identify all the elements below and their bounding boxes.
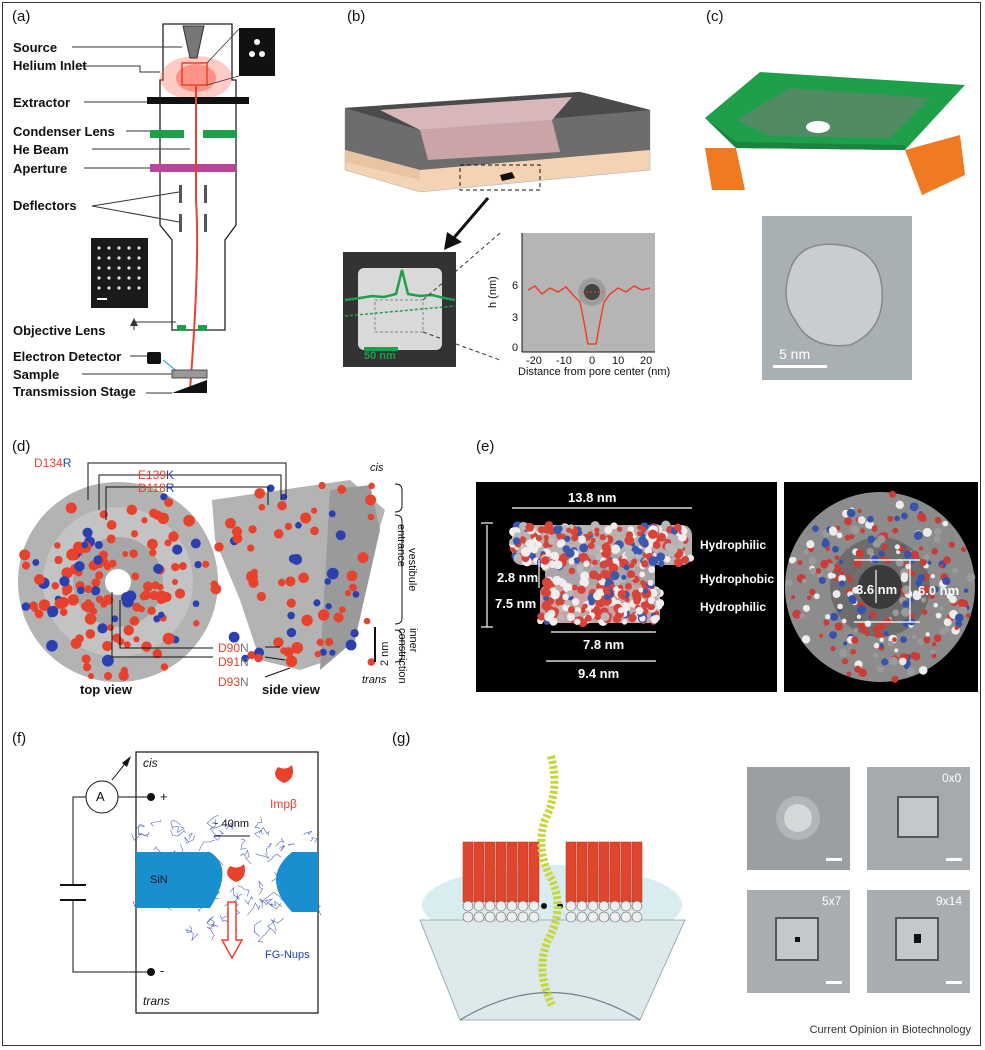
panel-g-label: (g): [392, 730, 411, 747]
e-d36: 3.6 nm: [856, 582, 898, 597]
e-hydrophilic-top: Hydrophilic: [700, 538, 767, 552]
label-he-beam: He Beam: [13, 142, 69, 157]
f-cis: cis: [143, 756, 158, 770]
label-helium-inlet: Helium Inlet: [13, 58, 87, 73]
f-sin: SiN: [150, 874, 168, 886]
d-cis: cis: [370, 462, 384, 474]
d-trans: trans: [362, 674, 387, 686]
label-objective-lens: Objective Lens: [13, 323, 106, 338]
d-d91: D91N: [218, 655, 249, 669]
label-transmission-stage: Transmission Stage: [13, 384, 136, 399]
b-ytick-3: 3: [512, 312, 519, 324]
e-w94: 9.4 nm: [578, 666, 620, 681]
f-minus: -: [160, 963, 165, 978]
b-ytick-0: 0: [512, 342, 519, 354]
panel-c-label: (c): [706, 8, 724, 25]
b-scale-label: 50 nm: [364, 350, 396, 362]
d-d134: D134R: [34, 456, 72, 470]
label-extractor: Extractor: [13, 95, 71, 110]
panel-b-label: (b): [347, 8, 366, 25]
b-ytick-6: 6: [512, 280, 519, 292]
label-condenser-lens: Condenser Lens: [13, 124, 115, 139]
panel-e-label: (e): [476, 438, 495, 455]
f-impb: Impβ: [270, 797, 297, 811]
panel-f-label: (f): [12, 730, 27, 747]
e-hydrophilic-bottom: Hydrophilic: [700, 600, 767, 614]
b-xtick-0: 0: [589, 355, 596, 367]
f-fgnups: FG-Nups: [265, 949, 310, 961]
b-xtick-10: 10: [612, 355, 625, 367]
label-electron-detector: Electron Detector: [13, 349, 122, 364]
f-trans: trans: [143, 994, 170, 1008]
e-w138: 13.8 nm: [568, 490, 617, 505]
f-plus: +: [160, 789, 168, 804]
g-tile-0x0: 0x0: [942, 771, 962, 785]
d-side-view: side view: [262, 682, 320, 697]
e-hydrophobic: Hydrophobic: [700, 572, 774, 586]
b-xtick-m10: -10: [556, 355, 572, 367]
panel-a-label: (a): [12, 8, 31, 25]
f-ammeter: A: [96, 789, 105, 804]
e-w78: 7.8 nm: [583, 637, 625, 652]
label-aperture: Aperture: [13, 161, 68, 176]
panel-d-label: (d): [12, 438, 31, 455]
f-gap: ~ 40nm: [212, 818, 249, 830]
g-tile-5x7: 5x7: [822, 894, 842, 908]
g-tile-9x14: 9x14: [936, 894, 963, 908]
label-source: Source: [13, 40, 58, 55]
c-scale-label: 5 nm: [779, 346, 811, 362]
figure-footer: Current Opinion in Biotechnology: [809, 1024, 971, 1036]
dot-grid-inset: [97, 246, 141, 300]
b-xlabel: Distance from pore center (nm): [518, 366, 671, 378]
b-xtick-20: 20: [640, 355, 653, 367]
e-h28: 2.8 nm: [497, 570, 539, 585]
e-h75: 7.5 nm: [495, 596, 537, 611]
d-d93: D93N: [218, 675, 249, 689]
d-d90: D90N: [218, 641, 249, 655]
e-d60: 6.0 nm: [918, 583, 960, 598]
label-sample: Sample: [13, 367, 60, 382]
label-deflectors: Deflectors: [13, 198, 77, 213]
d-e139: E139K: [138, 468, 175, 482]
d-top-view: top view: [80, 682, 133, 697]
b-xtick-m20: -20: [526, 355, 542, 367]
d-d118: D118R: [138, 481, 175, 495]
